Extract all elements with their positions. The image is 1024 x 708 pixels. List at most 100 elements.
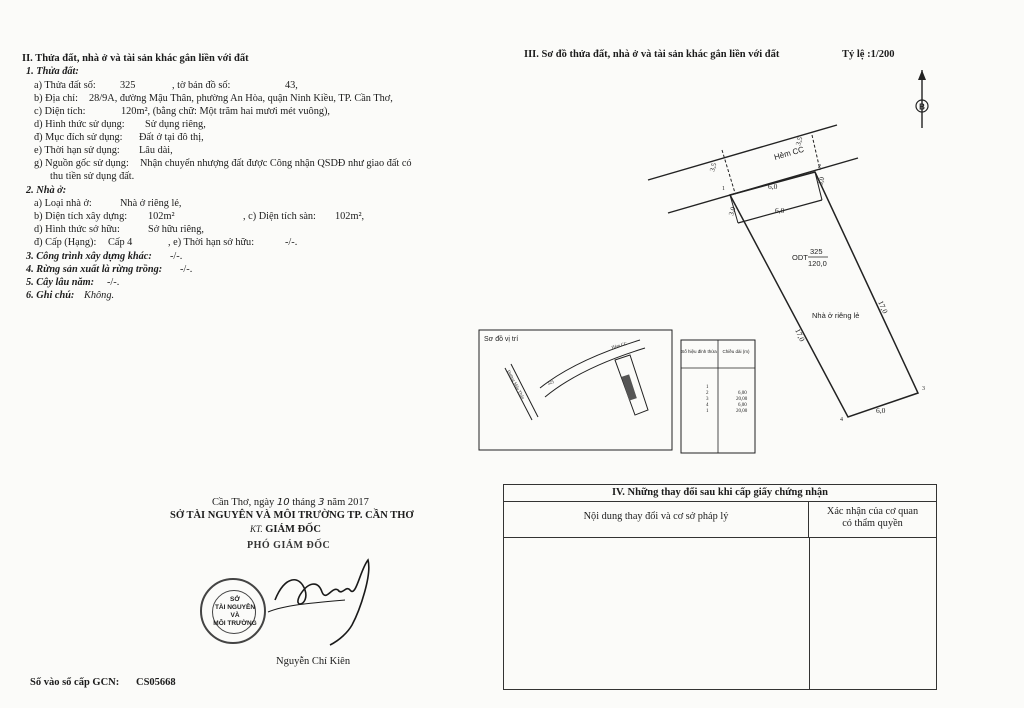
house-type-value: Nhà ở riêng lẻ, <box>120 198 182 209</box>
term-value: Lâu dài, <box>139 145 173 156</box>
term-label: e) Thời hạn sử dụng: <box>34 145 120 156</box>
date-year: 2017 <box>347 497 369 508</box>
built-area-value: 102m² <box>148 211 175 222</box>
kt-prefix: KT. <box>250 524 263 534</box>
use-form-label: d) Hình thức sử dụng: <box>34 119 125 130</box>
north-arrow-icon: B <box>915 70 929 128</box>
parcel-number: 325 <box>810 247 823 256</box>
origin-line1: Nhận chuyển nhượng đất được Công nhận QS… <box>140 158 412 169</box>
setback-left-dim: 3,0 <box>727 205 737 216</box>
corner-3: 3 <box>922 386 925 392</box>
edge-row-length: 20,00 <box>736 397 748 402</box>
area-value: 120m², (bằng chữ: Một trăm hai mươi mét … <box>121 106 331 117</box>
date-month: 3 <box>318 497 325 508</box>
agency-name: SỞ TÀI NGUYÊN VÀ MÔI TRƯỜNG TP. CẦN THƠ <box>170 510 414 521</box>
own-term-value: -/-. <box>285 237 298 248</box>
edge-row-length: 20,00 <box>736 409 748 414</box>
edge-table-col1: Số hiệu đỉnh thửa <box>681 348 717 354</box>
alley-label: Hẻm CC <box>773 145 805 162</box>
section3-title: III. Sơ đồ thửa đất, nhà ở và tài sản kh… <box>524 49 780 60</box>
signer-name: Nguyễn Chí Kiên <box>276 656 351 667</box>
note-heading: 6. Ghi chú: <box>26 290 75 301</box>
address-label: b) Địa chỉ: <box>34 93 79 104</box>
edge-row-vertex: 2 <box>706 391 709 396</box>
perennial-heading: 5. Cây lâu năm: <box>26 277 95 288</box>
north-letter: B <box>919 103 925 112</box>
own-term-label: , e) Thời hạn sở hữu: <box>168 237 255 248</box>
edge-row-length: 6,00 <box>738 391 747 396</box>
corner-2: 2 <box>818 164 821 170</box>
house-heading: 2. Nhà ở: <box>26 185 67 196</box>
ownership-label: d) Hình thức sở hữu: <box>34 224 120 235</box>
origin-line2: thu tiền sử dụng đất. <box>50 171 135 182</box>
deputy-title: PHÓ GIÁM ĐỐC <box>247 540 331 551</box>
parcel-no: 325 <box>120 80 136 91</box>
changes-col-content: Nội dung thay đổi và cơ sở pháp lý <box>504 502 809 538</box>
edge-row-vertex: 4 <box>706 403 709 408</box>
seal-text: SỞ TÀI NGUYÊN VÀ MÔI TRƯỜNG <box>213 596 257 627</box>
perennial-value: -/-. <box>107 277 120 288</box>
grade-label: đ) Cấp (Hạng): <box>34 237 97 248</box>
alley: Hẻm CC 3,5 3,5 <box>647 124 859 214</box>
address-value: 28/9A, đường Mậu Thân, phường An Hòa, qu… <box>89 93 393 104</box>
floor-area-label: , c) Diện tích sàn: <box>243 211 316 222</box>
corner-1: 1 <box>722 186 725 192</box>
changes-table: IV. Những thay đổi sau khi cấp giấy chứn… <box>503 484 937 690</box>
floor-area-value: 102m², <box>335 211 365 222</box>
location-parcel: 325 <box>547 379 556 386</box>
forest-value: -/-. <box>180 264 193 275</box>
top-width-dim: 6,0 <box>768 182 778 191</box>
edge-row-vertex: 1 <box>706 385 709 390</box>
left-length-dim: 17,0 <box>793 327 807 343</box>
house-type-label: a) Loại nhà ở: <box>34 198 92 209</box>
location-street-side: Hẻm CC <box>611 341 628 350</box>
section2-title: II. Thửa đất, nhà ở và tài sản khác gắn … <box>22 53 249 64</box>
house-label: Nhà ở riêng lẻ <box>812 311 859 320</box>
scale-label: Tỷ lệ :1/200 <box>842 49 895 60</box>
edge-table-col2: Chiều dài (m) <box>722 349 750 354</box>
edge-row-length: 6,00 <box>738 403 747 408</box>
alley-dim-right: 3,5 <box>794 135 804 146</box>
changes-col-confirm: Xác nhận của cơ quan có thẩm quyền <box>809 502 936 538</box>
other-construction-heading: 3. Công trình xây dựng khác: <box>26 251 152 262</box>
land-heading: 1. Thửa đất: <box>26 66 79 77</box>
ownership-value: Sở hữu riêng, <box>148 224 204 235</box>
register-label: Số vào sổ cấp GCN: <box>30 677 120 688</box>
grade-value: Cấp 4 <box>108 237 133 248</box>
map-no: 43, <box>285 80 298 91</box>
map-label: , tờ bản đồ số: <box>172 80 231 91</box>
alley-dim-left: 3,5 <box>708 161 718 172</box>
inner-width-dim: 6,0 <box>775 206 785 215</box>
right-length-dim: 17,0 <box>876 299 890 315</box>
forest-heading: 4. Rừng sản xuất là rừng trồng: <box>26 264 163 275</box>
parcel-outline: 6,0 6,0 3,0 3,0 ODT 325 120,0 Nhà ở riên… <box>722 164 925 423</box>
area-label: c) Diện tích: <box>34 106 86 117</box>
note-value: Không. <box>84 290 115 301</box>
section4-title: IV. Những thay đổi sau khi cấp giấy chứn… <box>504 485 936 502</box>
bottom-width-dim: 6,0 <box>876 406 886 415</box>
signature-mark <box>267 558 370 646</box>
parcel-label: a) Thửa đất số: <box>34 80 96 91</box>
origin-label: g) Nguồn gốc sử dụng: <box>34 158 129 169</box>
edge-row-vertex: 1 <box>706 409 709 414</box>
built-area-label: b) Diện tích xây dựng: <box>34 211 128 222</box>
parcel-area: 120,0 <box>808 259 827 268</box>
corner-4: 4 <box>840 417 843 423</box>
register-value: CS05668 <box>136 677 176 688</box>
signer-role: KT. GIÁM ĐỐC <box>250 524 321 535</box>
purpose-label: đ) Mục đích sử dụng: <box>34 132 123 143</box>
edge-row-vertex: 3 <box>706 397 709 402</box>
location-map-title: Sơ đồ vị trí <box>484 334 518 343</box>
setback-right-dim: 3,0 <box>816 175 826 186</box>
other-construction-value: -/-. <box>170 251 183 262</box>
purpose-value: Đất ở tại đô thị, <box>139 132 204 143</box>
use-form-value: Sử dụng riêng, <box>145 119 206 130</box>
edge-table: Số hiệu đỉnh thửa Chiều dài (m) 1 6,00 2… <box>680 339 756 454</box>
place-date: Cần Thơ, ngày 10 tháng 3 năm 2017 <box>212 497 369 508</box>
location-map: Sơ đồ vị trí Đường Mậu Thân Hẻm CC 325 <box>478 329 673 451</box>
official-seal-icon: SỞ TÀI NGUYÊN VÀ MÔI TRƯỜNG <box>200 578 266 644</box>
date-day: 10 <box>276 497 290 508</box>
parcel-code: ODT <box>792 253 808 262</box>
